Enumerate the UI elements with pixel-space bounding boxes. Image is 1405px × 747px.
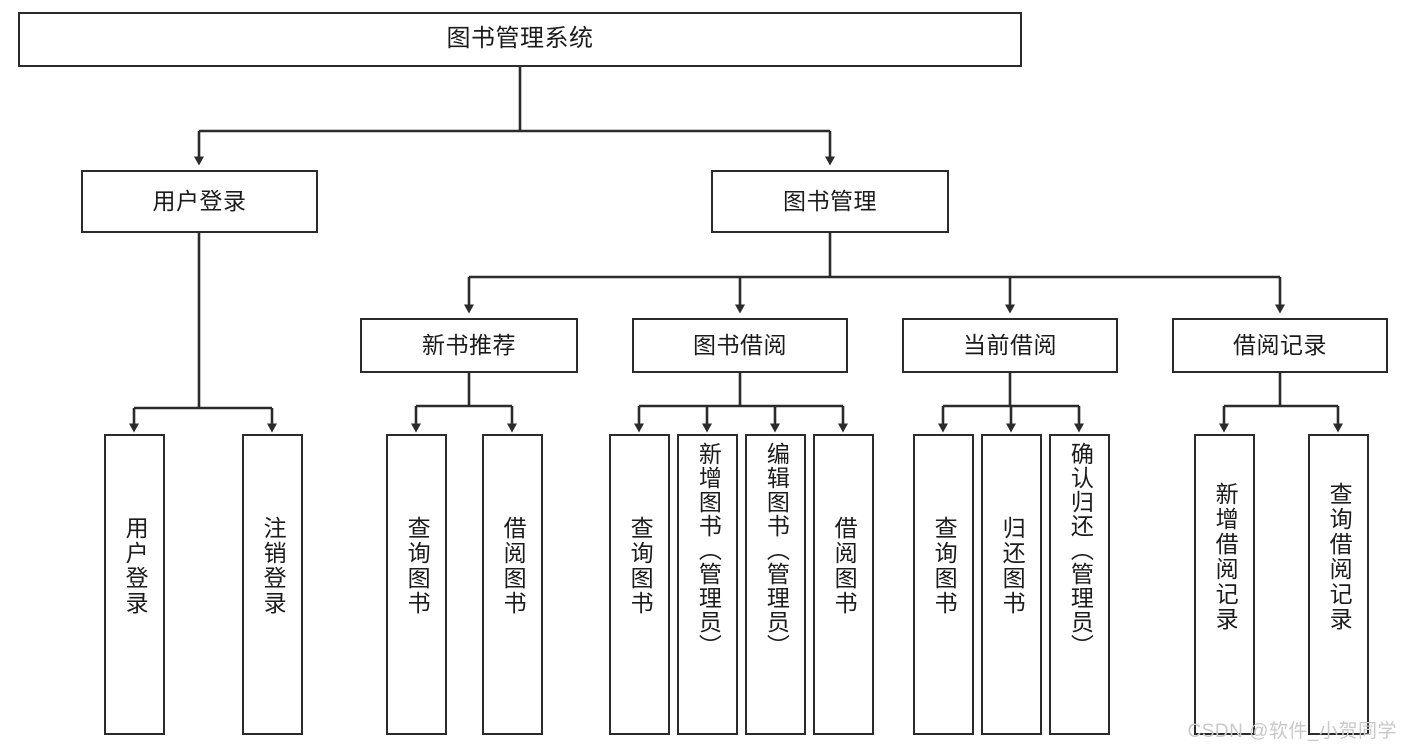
leaf-user-login-logout[interactable]: 注销登录 xyxy=(242,434,303,735)
node-label: 借阅记录 xyxy=(1233,331,1327,358)
node-label: 用户登录 xyxy=(122,516,149,616)
leaf-current-borrow-return-book[interactable]: 归还图书 xyxy=(981,434,1042,735)
node-label: 借阅图书 xyxy=(500,516,527,616)
watermark-text: CSDN @软件_小贺同学 xyxy=(1187,721,1397,742)
node-label: 用户登录 xyxy=(152,187,247,214)
node-label: 查询图书 xyxy=(404,516,431,616)
node-user-login[interactable]: 用户登录 xyxy=(81,170,318,233)
node-label: 借阅图书 xyxy=(831,516,858,616)
node-label: 确认归还（管理员） xyxy=(1067,442,1094,658)
node-label: 注销登录 xyxy=(260,516,287,616)
node-borrow-record[interactable]: 借阅记录 xyxy=(1172,318,1388,373)
node-label: 查询借阅记录 xyxy=(1326,482,1353,632)
node-label: 图书管理系统 xyxy=(446,25,594,53)
leaf-borrow-record-add-record[interactable]: 新增借阅记录 xyxy=(1194,434,1255,735)
leaf-book-borrow-borrow-book[interactable]: 借阅图书 xyxy=(813,434,874,735)
leaf-current-borrow-confirm-return-admin[interactable]: 确认归还（管理员） xyxy=(1049,434,1110,735)
leaf-borrow-record-query-record[interactable]: 查询借阅记录 xyxy=(1308,434,1369,735)
node-label: 查询图书 xyxy=(931,516,958,616)
leaf-book-borrow-edit-book-admin[interactable]: 编辑图书（管理员） xyxy=(745,434,806,735)
leaf-book-borrow-query-book[interactable]: 查询图书 xyxy=(609,434,670,735)
leaf-new-book-query-book[interactable]: 查询图书 xyxy=(386,434,447,735)
node-label: 新增借阅记录 xyxy=(1212,482,1239,632)
node-current-borrow[interactable]: 当前借阅 xyxy=(902,318,1118,373)
node-book-borrow[interactable]: 图书借阅 xyxy=(632,318,848,373)
node-label: 归还图书 xyxy=(999,516,1026,616)
node-root-book-management-system[interactable]: 图书管理系统 xyxy=(18,12,1022,67)
node-label: 编辑图书（管理员） xyxy=(763,442,790,658)
leaf-new-book-borrow-book[interactable]: 借阅图书 xyxy=(482,434,543,735)
node-label: 图书管理 xyxy=(783,187,877,214)
node-label: 新增图书（管理员） xyxy=(695,442,722,658)
leaf-book-borrow-add-book-admin[interactable]: 新增图书（管理员） xyxy=(677,434,738,735)
node-label: 图书借阅 xyxy=(693,331,787,358)
node-label: 当前借阅 xyxy=(963,331,1057,358)
leaf-current-borrow-query-book[interactable]: 查询图书 xyxy=(913,434,974,735)
node-label: 查询图书 xyxy=(627,516,654,616)
node-label: 新书推荐 xyxy=(422,331,516,358)
node-new-book-recommend[interactable]: 新书推荐 xyxy=(360,318,578,373)
node-book-management[interactable]: 图书管理 xyxy=(711,170,949,233)
leaf-user-login-login[interactable]: 用户登录 xyxy=(104,434,165,735)
